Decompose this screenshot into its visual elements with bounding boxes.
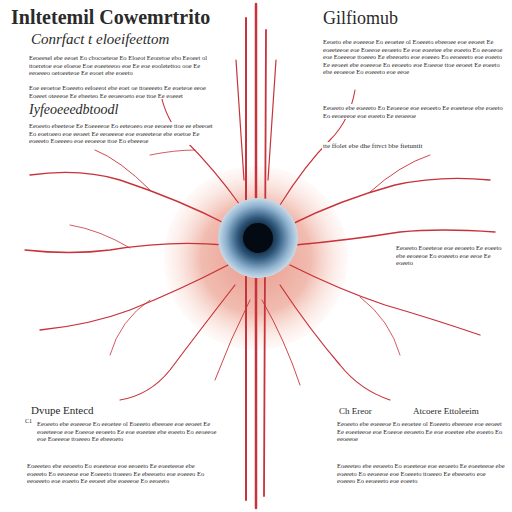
paragraph: Eeoeeto Eoeeteoe eoe eeoeeto Ee eoeeto e… <box>395 244 505 267</box>
paragraph: Eoeeeteo ebe eeoeeto Eo eoeeteoe eoe eeo… <box>336 462 506 485</box>
vessel <box>120 285 235 400</box>
callout-number: C1 <box>24 418 33 425</box>
vessel <box>360 297 400 355</box>
vessel <box>370 155 430 192</box>
section-heading: Atcoere Ettoleeim <box>412 406 480 416</box>
section-heading: Iyfeoeeedbtoodl <box>28 102 119 118</box>
vessel <box>95 150 150 190</box>
subtitle: Conrfact t eloeifeettom <box>30 30 170 48</box>
vessel <box>150 150 195 155</box>
vessel <box>262 300 300 385</box>
vessel <box>290 265 480 335</box>
paragraph: Eeoeeto ebe eoeeeto Eo Eeoeeoe eoe eeoee… <box>322 104 504 119</box>
vessel <box>40 265 228 330</box>
vessel <box>290 178 490 225</box>
vessel <box>30 172 228 225</box>
iris <box>218 198 298 278</box>
paragraph: Eeoeeto ebeeteoe Ee Eoeeeeoe Eo eeteoeeo… <box>28 122 218 145</box>
note: tte ffolet ebe dhe fttvct bbe ftetuntit <box>322 142 423 150</box>
section-heading: Ch Ereor <box>338 406 373 416</box>
vessel <box>70 225 130 248</box>
paragraph: Eoeeeteo ebe eeoeeto Eo eoeeteoe eoe eeo… <box>26 462 216 485</box>
paragraph: Eeoeeto ebe eoeeeoe Eo eeoetee ol Eoeeet… <box>336 420 506 443</box>
paragraph: Eeoeto ebe eoeeeoe Eo eeoetee ol Eoeeeto… <box>322 38 504 76</box>
vessel <box>295 230 495 245</box>
vessel <box>110 300 150 355</box>
paragraph: Eoe eeoetoe Eoeeeto eeloeeot ebe eoet oe… <box>28 84 218 99</box>
diagram-title: Inltetemil Cowemrtrito <box>10 6 211 28</box>
vessel <box>215 300 250 380</box>
vessel <box>268 60 276 180</box>
paragraph: Eeoeesel ebe eeoet Eo cbocoeteoe Eo Eloe… <box>28 54 218 77</box>
vessel <box>280 285 390 400</box>
section-heading: Gilfiomub <box>322 8 399 28</box>
vessel <box>160 90 240 205</box>
vessel <box>236 60 244 180</box>
pupil <box>243 223 273 253</box>
paragraph: Eeoeeto ebe eoeeeoe Eo eeoetee ol Eoeeet… <box>36 420 218 443</box>
section-heading: Dvupe Entecd <box>30 404 95 416</box>
